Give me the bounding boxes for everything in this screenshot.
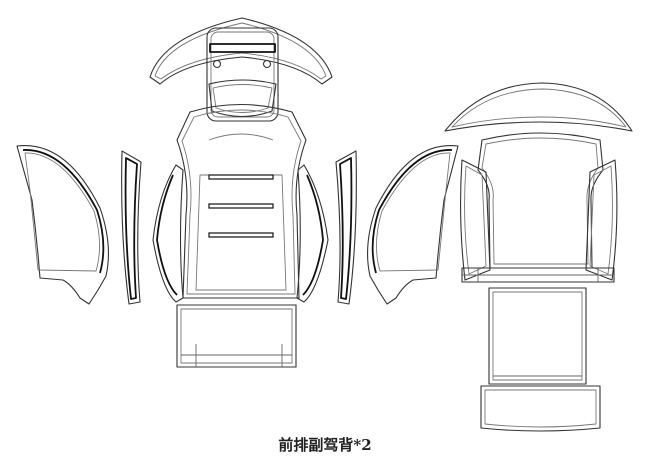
outer-side-strip-left — [121, 150, 142, 305]
center-stitch-slot-2 — [208, 203, 274, 209]
headrest-hole-left — [212, 59, 222, 69]
backrest-left-bolster — [152, 164, 184, 303]
seatback-bottom-flap — [480, 385, 601, 432]
headrest-front-panel — [206, 27, 279, 122]
seatback-right-wing — [585, 159, 618, 281]
center-stitch-slot-1 — [208, 174, 274, 180]
headrest-top-panel — [149, 17, 333, 85]
seatback-main-panel — [477, 132, 604, 269]
backrest-bottom-panel — [176, 304, 297, 368]
outer-side-strip-right — [335, 150, 357, 305]
pattern-caption: 前排副驾背*2 — [278, 436, 372, 454]
headrest-hole-right — [262, 59, 272, 69]
seatback-band — [461, 267, 615, 283]
center-stitch-slot-3 — [208, 232, 274, 238]
outer-side-panel-left — [16, 144, 109, 305]
backrest-center-panel — [176, 104, 307, 299]
outer-side-panel-right — [367, 144, 459, 305]
seatback-left-wing — [459, 159, 491, 281]
backrest-right-bolster — [296, 164, 329, 303]
seatback-lower-panel — [488, 287, 587, 385]
seatback-top-panel — [444, 82, 633, 132]
